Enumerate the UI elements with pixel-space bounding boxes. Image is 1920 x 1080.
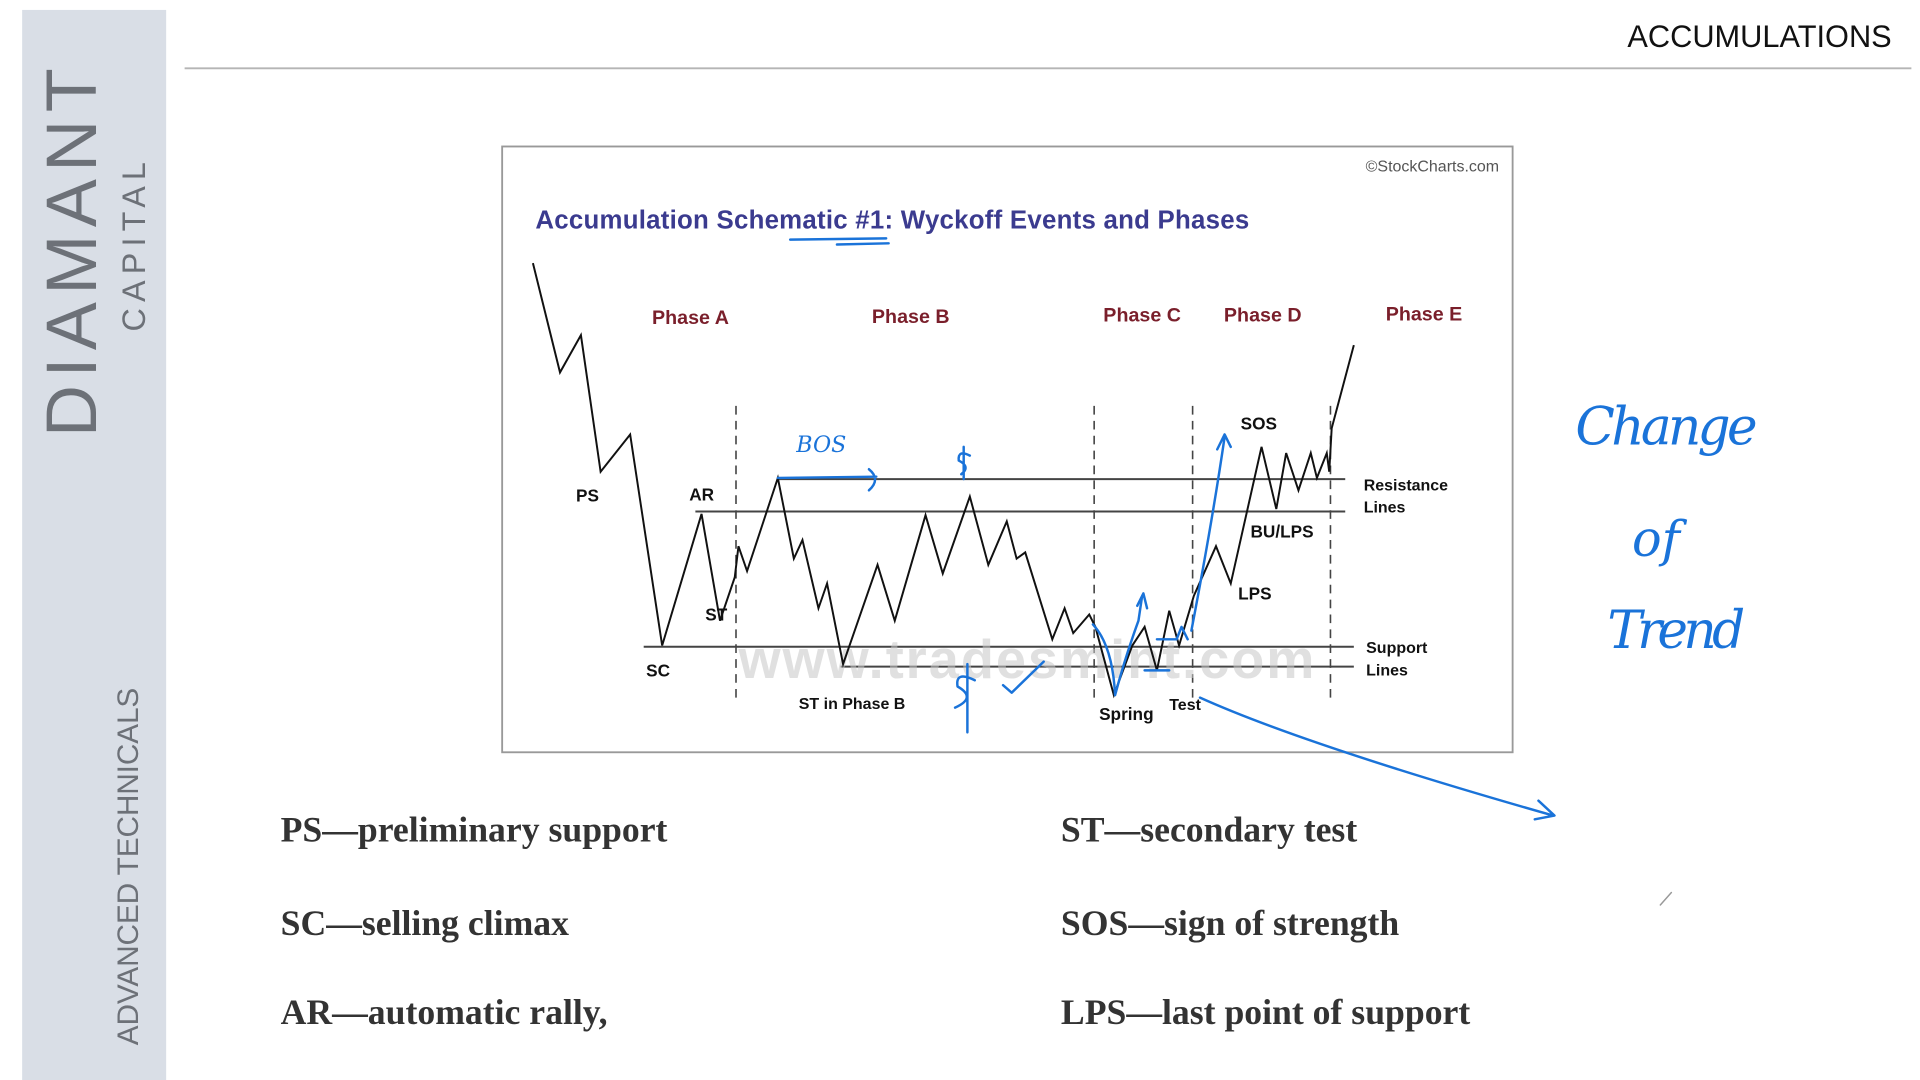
- pen-cursor-icon: [1659, 891, 1673, 906]
- price-path: [531, 262, 1355, 699]
- sidebar-background: [22, 9, 167, 1080]
- brand-logo-text: DIAMANT: [32, 61, 112, 437]
- brand-sub-text: CAPITAL: [116, 156, 152, 332]
- event-bu-lps: BU/LPS: [1250, 521, 1313, 541]
- test-box-ink: [1143, 625, 1189, 672]
- definition-ps: PS—preliminary support: [281, 810, 668, 850]
- phase-e-label: Phase E: [1386, 303, 1463, 325]
- change-ink-label: Change: [1575, 397, 1757, 457]
- copyright: ©StockCharts.com: [1366, 157, 1499, 175]
- phase-b-label: Phase B: [872, 306, 950, 328]
- dollar-bottom-ink: [953, 662, 977, 734]
- of-ink-label: of: [1632, 510, 1688, 568]
- support-label-2: Lines: [1366, 661, 1408, 679]
- event-sos: SOS: [1241, 413, 1277, 433]
- ink-annotations: [776, 237, 1673, 906]
- event-lps: LPS: [1238, 584, 1271, 604]
- checkmark-ink: [1001, 660, 1045, 694]
- sidebar: DIAMANT CAPITAL ADVANCED TECHNICALS: [22, 9, 167, 1080]
- phase-a-label: Phase A: [652, 307, 729, 329]
- resistance-label-2: Lines: [1364, 499, 1406, 517]
- event-ps: PS: [576, 485, 599, 505]
- watermark: www.tradesmint.com: [737, 629, 1314, 690]
- event-sc: SC: [646, 660, 670, 680]
- bos-arrow: [776, 468, 878, 492]
- phase-d-label: Phase D: [1224, 304, 1302, 326]
- trend-arrow-ink: [1198, 696, 1556, 821]
- sos-arrow-ink: [1190, 433, 1233, 632]
- page-title: ACCUMULATIONS: [1627, 19, 1891, 54]
- range-lines: [643, 478, 1354, 668]
- phase-c-label: Phase C: [1103, 304, 1181, 326]
- bos-ink-label: BOS: [795, 432, 846, 458]
- event-labels: PS AR SC ST ST in Phase B Spring Test SO…: [576, 413, 1448, 724]
- event-st-phase-b: ST in Phase B: [799, 695, 906, 713]
- dollar-top-ink: [957, 445, 972, 481]
- definition-ar: AR—automatic rally,: [281, 992, 608, 1032]
- resistance-label-1: Resistance: [1364, 476, 1448, 494]
- ink-text: BOS Change of Trend: [795, 397, 1757, 661]
- definitions: PS—preliminary support SC—selling climax…: [281, 810, 1471, 1033]
- title-underline-ink: [788, 237, 890, 246]
- event-spring: Spring: [1099, 704, 1154, 724]
- definition-lps: LPS—last point of support: [1061, 992, 1470, 1032]
- spring-rally-ink: [1091, 592, 1149, 697]
- support-label-1: Support: [1366, 639, 1428, 657]
- definition-sos: SOS—sign of strength: [1061, 903, 1399, 943]
- schematic-title: Accumulation Schematic #1: Wyckoff Event…: [535, 206, 1249, 234]
- schematic-frame: [501, 145, 1514, 754]
- event-ar: AR: [689, 484, 714, 504]
- definition-sc: SC—selling climax: [281, 903, 569, 943]
- phase-labels: Phase A Phase B Phase C Phase D Phase E: [652, 303, 1462, 329]
- section-label: ADVANCED TECHNICALS: [112, 688, 145, 1046]
- trend-ink-label: Trend: [1607, 601, 1745, 661]
- event-st: ST: [705, 605, 727, 625]
- schematic-figure: ©StockCharts.com Accumulation Schematic …: [501, 145, 1514, 754]
- definition-st: ST—secondary test: [1061, 810, 1357, 850]
- event-test: Test: [1169, 696, 1201, 714]
